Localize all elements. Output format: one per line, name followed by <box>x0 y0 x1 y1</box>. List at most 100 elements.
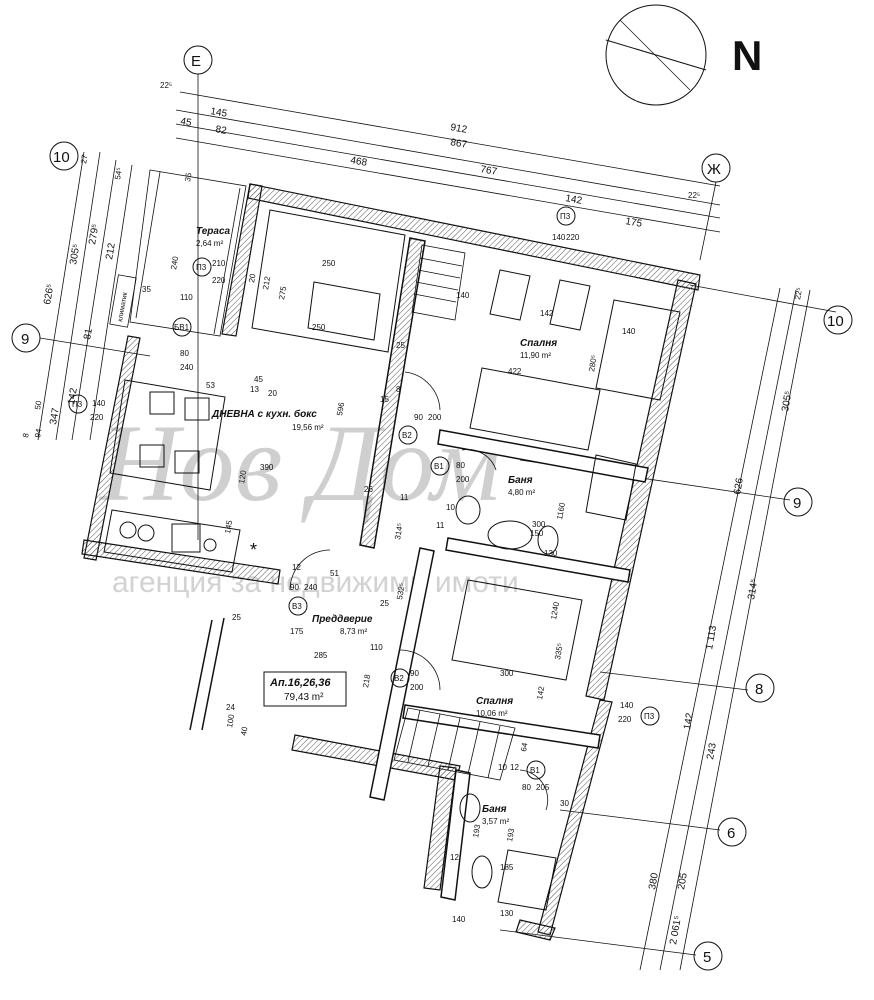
right-dimensions: 22⁵ 305⁵ 626 314⁵ 1 113 142 243 380 205 … <box>647 287 804 946</box>
dimension-label: 2 061⁵ <box>668 915 684 946</box>
dimension-label: 314⁵ <box>393 522 405 540</box>
room-area: 2,64 m² <box>196 239 223 248</box>
dimension-label: 380 <box>647 872 661 891</box>
dimension-label: 25 <box>232 613 241 622</box>
dimension-label: 12 <box>292 563 301 572</box>
opening-size: 200 <box>428 413 442 422</box>
room-area: 4,80 m² <box>508 488 535 497</box>
opening-size: 80 <box>180 349 189 358</box>
dimension-label: 275 <box>277 285 288 300</box>
dimension-label: 175 <box>624 216 643 230</box>
dimension-label: 205 <box>676 872 690 891</box>
dimension-label: 51 <box>330 569 339 578</box>
dimension-label: 305⁵ <box>780 390 794 412</box>
stairs <box>393 244 516 781</box>
dimension-label: 8 <box>21 432 31 438</box>
dimension-label: 305⁵ <box>68 243 82 265</box>
dimension-label: 390 <box>260 463 274 472</box>
opening-size: 220 <box>618 715 632 724</box>
dimension-label: 20 <box>247 272 258 283</box>
dimension-label: 532⁵ <box>395 582 407 600</box>
dimension-label: 12 <box>450 853 459 862</box>
dimension-label: 81 <box>82 327 95 340</box>
axis-markers: E 10 Ж 9 10 9 8 6 5 <box>11 45 853 971</box>
dimension-label: 11 <box>436 521 445 530</box>
opening-code: В1 <box>530 766 540 775</box>
dimension-label: 13 <box>250 385 259 394</box>
dimension-label: 25 <box>396 341 405 350</box>
opening-size: 140 <box>620 701 634 710</box>
dimension-label: 54⁵ <box>113 167 124 181</box>
dimension-label: 150 <box>530 529 544 538</box>
opening-size: 80 <box>456 461 465 470</box>
dimension-label: 193 <box>505 827 516 842</box>
axis-label: 6 <box>727 825 735 842</box>
dimension-label: 64 <box>519 741 530 752</box>
apartment-area: 79,43 m² <box>284 692 324 703</box>
opening-size: 240 <box>304 583 318 592</box>
opening-code: П3 <box>560 212 571 221</box>
dimension-label: 35 <box>183 171 194 182</box>
dimension-label: 175 <box>290 627 304 636</box>
dimension-label: 279⁵ <box>87 223 101 245</box>
opening-code: В2 <box>402 431 412 440</box>
opening-size: 80 <box>522 783 531 792</box>
dimension-label: 35 <box>142 285 151 294</box>
north-compass: N <box>605 4 762 106</box>
dimension-label: 142 <box>682 712 696 731</box>
room-area: 8,73 m² <box>340 627 367 636</box>
dimension-label: 26 <box>364 485 373 494</box>
dimension-label: 335⁵ <box>553 642 565 660</box>
room-area: 19,56 m² <box>292 423 324 432</box>
room-name: Тераса <box>196 226 231 237</box>
room-name: Баня <box>482 804 507 815</box>
opening-size: 220 <box>212 276 226 285</box>
axis-label: 9 <box>21 331 29 348</box>
dimension-label: 314⁵ <box>746 578 760 600</box>
dimension-label: 212 <box>104 242 118 261</box>
opening-size: 220 <box>90 413 104 422</box>
dimension-label: 130 <box>500 909 514 918</box>
dimension-label: 50 <box>33 399 44 410</box>
dimension-label: 94 <box>33 427 44 438</box>
door-swings <box>289 371 549 811</box>
top-dimension-lines <box>175 74 721 540</box>
axis-label: 9 <box>793 495 801 512</box>
axis-label: 8 <box>755 681 763 698</box>
opening-code: В3 <box>292 602 302 611</box>
opening-size: 240 <box>180 363 194 372</box>
room-area: 10,06 m² <box>476 709 508 718</box>
star-mark: * <box>250 540 257 560</box>
watermark: Нов Дом агенция за недвижими имоти <box>98 402 519 599</box>
opening-tags: П3 210 220 П3 140 220 П3 140 220 П3 140 … <box>68 206 660 792</box>
north-label: N <box>732 32 762 79</box>
furniture <box>103 209 681 911</box>
dimension-label: 250 <box>322 259 336 268</box>
dimension-label: 285 <box>314 651 328 660</box>
interior-walls <box>189 237 649 901</box>
dimension-label: 142 <box>564 193 583 207</box>
dimension-label: 912 <box>449 122 468 136</box>
dimension-label: 468 <box>349 155 368 169</box>
dimension-label: 243 <box>705 742 719 761</box>
opening-size: 200 <box>410 683 424 692</box>
dimension-label: 22⁵ <box>793 287 804 301</box>
axis-label: 10 <box>827 313 844 330</box>
axis-label: 10 <box>53 149 70 166</box>
dimension-label: 110 <box>180 293 193 302</box>
dimension-label: 596 <box>335 401 346 416</box>
watermark-logo: Нов Дом <box>98 402 501 524</box>
room-name: Спалня <box>476 696 513 707</box>
dimension-label: 218 <box>361 673 372 688</box>
dimension-label: 280⁵ <box>587 354 599 372</box>
dimension-label: 867 <box>449 137 468 151</box>
room-labels: Тераса 2,64 m² ДНЕВНА с кухн. бокс 19,56… <box>196 226 557 826</box>
dimension-label: 40 <box>239 725 250 736</box>
opening-size: 140 <box>92 399 106 408</box>
room-name: ДНЕВНА с кухн. бокс <box>211 408 317 420</box>
opening-code: В1 <box>434 462 444 471</box>
axis-label: 5 <box>703 949 711 966</box>
dimension-label: 27 <box>79 153 90 164</box>
dimension-label: 140 <box>456 291 470 300</box>
